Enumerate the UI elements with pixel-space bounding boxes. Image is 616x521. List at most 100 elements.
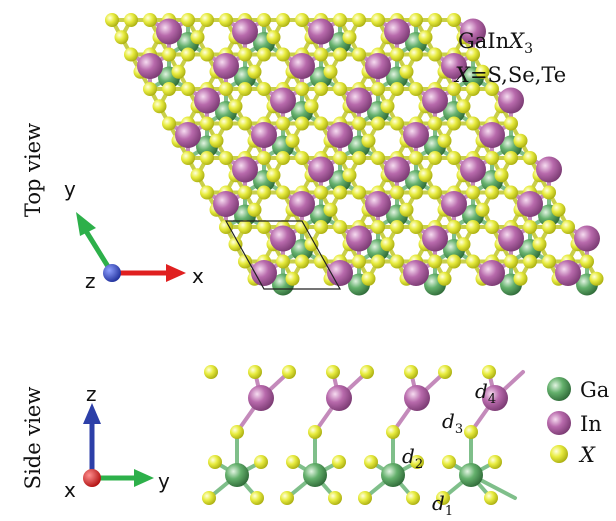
x-atom [523,151,537,165]
x-atom [409,82,423,96]
in-atom [270,87,296,114]
x-atom [475,202,490,217]
x-atom [418,168,433,183]
x-atom [295,82,309,96]
x-atom [200,185,214,200]
x-atom [484,491,498,505]
x-atom [428,47,442,62]
bond-length-labels: d4 d3 d2 d1 [402,379,496,519]
legend-item-x: X [550,443,596,467]
in-atom [536,156,562,183]
x-atom [250,491,264,505]
x-atom [308,425,322,439]
x-atom [513,271,528,286]
x-atom [532,237,547,252]
x-atom [143,13,157,27]
x-atom [371,82,385,96]
side-view-label: Side view [21,387,45,490]
axis-y-arrow [76,212,115,275]
x-atom [371,13,385,27]
formula-title: GaInX3 [458,29,533,57]
x-atom [447,82,461,96]
x-atom [238,220,252,234]
in-atom [555,260,581,286]
x-atom [181,82,195,96]
x-atom [485,220,499,234]
x-atom [238,254,252,269]
x-atom [328,491,342,505]
x-atom [280,491,294,505]
x-atom [332,455,346,469]
x-atom [410,455,424,469]
x-atom [380,99,395,114]
bond-label-d4: d4 [475,379,496,407]
in-atom [441,191,467,217]
x-atom [238,185,252,200]
axis-z-origin [103,264,121,282]
x-atom [333,220,347,234]
x-atom [447,13,461,27]
x-atom [466,220,480,234]
x-atom [409,47,423,62]
x-atom [257,151,271,165]
axis-y-arrow [94,469,154,487]
x-atom [542,254,556,269]
x-atom [488,455,502,469]
x-atom [162,47,176,62]
x-atom [438,365,452,379]
x-atom [456,99,471,114]
ga-atom [225,463,249,487]
ga-atom [303,463,327,487]
x-atom [314,47,328,62]
bond-label-d2: d2 [402,444,423,472]
axis-x-arrow [114,264,186,282]
x-atom [390,220,404,234]
x-atom [371,151,385,165]
x-atom [333,13,347,27]
legend-ga-swatch [547,377,571,401]
bond-label-d3: d3 [442,409,463,437]
x-atom [437,133,452,148]
x-atom [248,365,262,379]
x-atom [371,254,385,269]
x-atom [219,13,233,27]
x-atom [257,220,271,234]
x-atom [162,82,176,96]
x-atom [442,455,456,469]
x-atom [466,116,480,131]
x-atom [447,151,461,165]
ga-atom [459,463,483,487]
x-atom [428,116,442,131]
x-atom [523,254,537,269]
x-atom [286,455,300,469]
x-atom [228,237,243,252]
in-atom [327,122,353,148]
axis-x-label: x [64,478,76,502]
x-atom [494,168,509,183]
x-atom [114,30,129,45]
x-atom [409,185,423,200]
in-atom [156,18,182,45]
x-atom [523,220,537,234]
x-atom [390,254,404,269]
x-atom [485,151,499,165]
in-atom [251,122,277,148]
in-atom [326,385,352,411]
x-atom [504,151,518,165]
legend-item-in: In [547,411,602,436]
x-atom [202,491,216,505]
legend-item-ga: Ga [547,377,609,402]
legend-in-label: In [580,412,602,436]
in-atom [479,260,505,286]
in-atom [384,18,410,45]
x-atom [386,425,400,439]
atom-legend: Ga In X [547,377,609,467]
x-atom [390,82,404,96]
in-atom [308,156,334,183]
x-atom [304,99,319,114]
side-view-lattice [202,365,525,505]
in-atom [248,385,274,411]
x-atom [485,82,499,96]
x-atom [409,151,423,165]
x-atom [314,116,328,131]
